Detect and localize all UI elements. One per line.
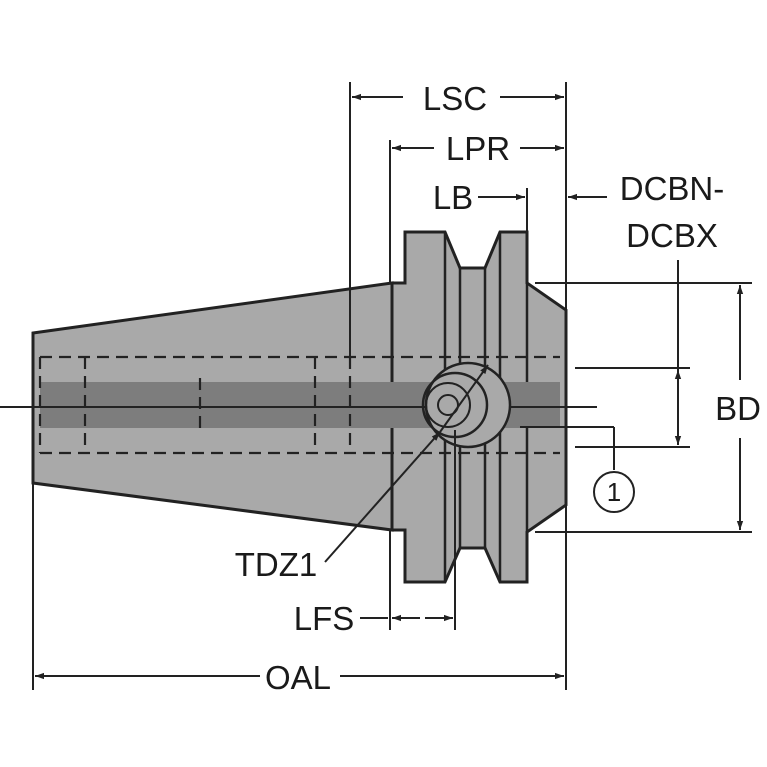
label-lpr: LPR xyxy=(446,130,510,167)
label-oal: OAL xyxy=(265,659,331,696)
label-dcbn: DCBN- xyxy=(620,170,725,207)
label-lfs: LFS xyxy=(294,600,355,637)
extension-lines xyxy=(32,82,752,690)
callout-number: 1 xyxy=(607,477,621,507)
label-lb: LB xyxy=(433,179,473,216)
label-tdz1: TDZ1 xyxy=(235,546,318,583)
hidden-lines xyxy=(38,355,560,455)
label-dcbx: DCBX xyxy=(626,217,718,254)
label-bd: BD xyxy=(715,390,761,427)
dimension-lines xyxy=(35,93,744,680)
callout-circle xyxy=(593,471,635,513)
label-lsc: LSC xyxy=(423,80,487,117)
